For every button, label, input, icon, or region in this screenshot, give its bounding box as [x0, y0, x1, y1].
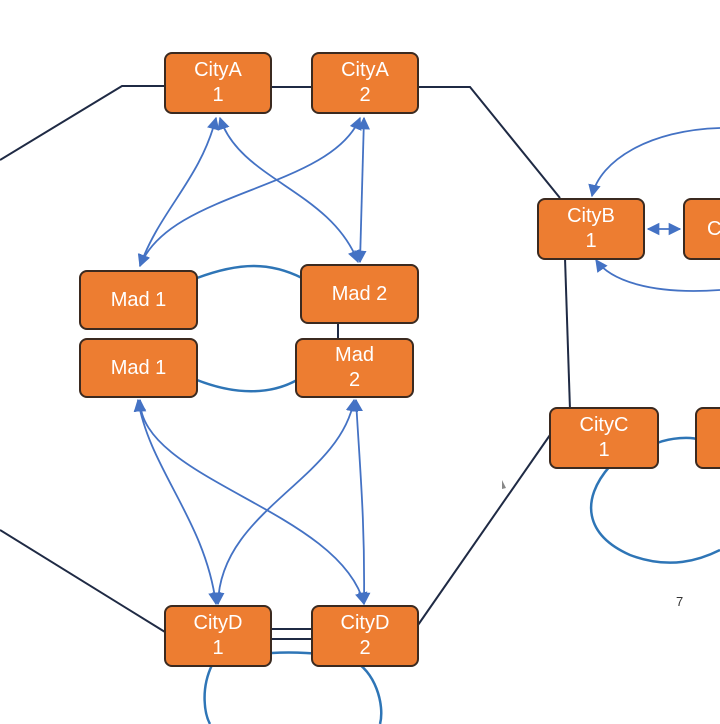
node-cityd-1-line1: CityD [193, 612, 243, 634]
node-citya-1-line2: 1 [212, 84, 224, 106]
node-mad1-bottom-label: Mad 1 [110, 356, 167, 379]
loops [196, 264, 720, 724]
node-cityc-1-line2: 1 [598, 439, 610, 461]
node-cityd-2-line2: 2 [359, 637, 371, 659]
route-line-cityc-cityd [417, 434, 551, 626]
node-mad1-top-label: Mad 1 [110, 288, 167, 311]
node-citya-2-line2: 2 [359, 84, 371, 106]
loop-cityc [589, 465, 720, 564]
node-cityd-1[interactable]: CityD 1 [164, 605, 272, 667]
loop-mad-bottom [196, 378, 298, 393]
arrow-citya1-mad2top [217, 116, 360, 264]
node-mad2-top[interactable]: Mad 2 [300, 264, 419, 324]
cursor-mark [502, 480, 506, 489]
node-cityd-1-line2: 1 [212, 637, 224, 659]
node-cityd-2-line1: CityD [340, 612, 390, 634]
node-cityd-2[interactable]: CityD 2 [311, 605, 419, 667]
node-mad2-bottom-line2: 2 [348, 369, 361, 391]
arrow-cityb-loop-top [588, 127, 720, 198]
node-cityb-1-line2: 1 [585, 230, 597, 252]
node-cityc-1[interactable]: CityC 1 [549, 407, 659, 469]
arrows [133, 116, 720, 606]
node-cityb-2-partial[interactable]: C [683, 198, 720, 260]
node-cityb-1-line1: CityB [567, 205, 615, 227]
node-mad2-bottom[interactable]: Mad 2 [295, 338, 414, 398]
node-citya-2-line1: CityA [341, 59, 389, 81]
node-citya-1[interactable]: CityA 1 [164, 52, 272, 114]
arrow-cityb-loop-bottom [595, 258, 720, 292]
loop-mad-top [196, 264, 303, 280]
route-outline [0, 85, 571, 640]
route-line-left-bottom [0, 529, 166, 633]
arrow-mad2bot-cityd1 [211, 398, 359, 606]
node-citya-1-line1: CityA [194, 59, 242, 81]
node-mad1-bottom[interactable]: Mad 1 [79, 338, 198, 398]
route-line-cityb-cityc [564, 257, 571, 411]
node-cityc-1-line1: CityC [579, 414, 629, 436]
node-cityc-2-partial[interactable] [695, 407, 720, 469]
node-cityb-2-partial-line1: C [707, 217, 720, 242]
arrow-citya2-mad1top [138, 116, 362, 268]
node-mad1-top[interactable]: Mad 1 [79, 270, 198, 330]
node-citya-2[interactable]: CityA 2 [311, 52, 419, 114]
arrow-mad2bot-cityd2 [350, 398, 371, 606]
node-mad2-bottom-line1: Mad [335, 344, 374, 366]
arrow-citya1-mad1top [137, 116, 220, 268]
loop-cityc-top [656, 436, 701, 445]
node-cityb-1[interactable]: CityB 1 [537, 198, 645, 260]
route-line-left-top [0, 85, 165, 161]
route-line-right-top [418, 86, 561, 199]
page-number: 7 [676, 594, 684, 609]
arrow-mad1bot-cityd2 [133, 398, 368, 606]
arrow-citya2-mad2top [354, 116, 370, 264]
node-mad2-top-label: Mad 2 [331, 282, 388, 305]
